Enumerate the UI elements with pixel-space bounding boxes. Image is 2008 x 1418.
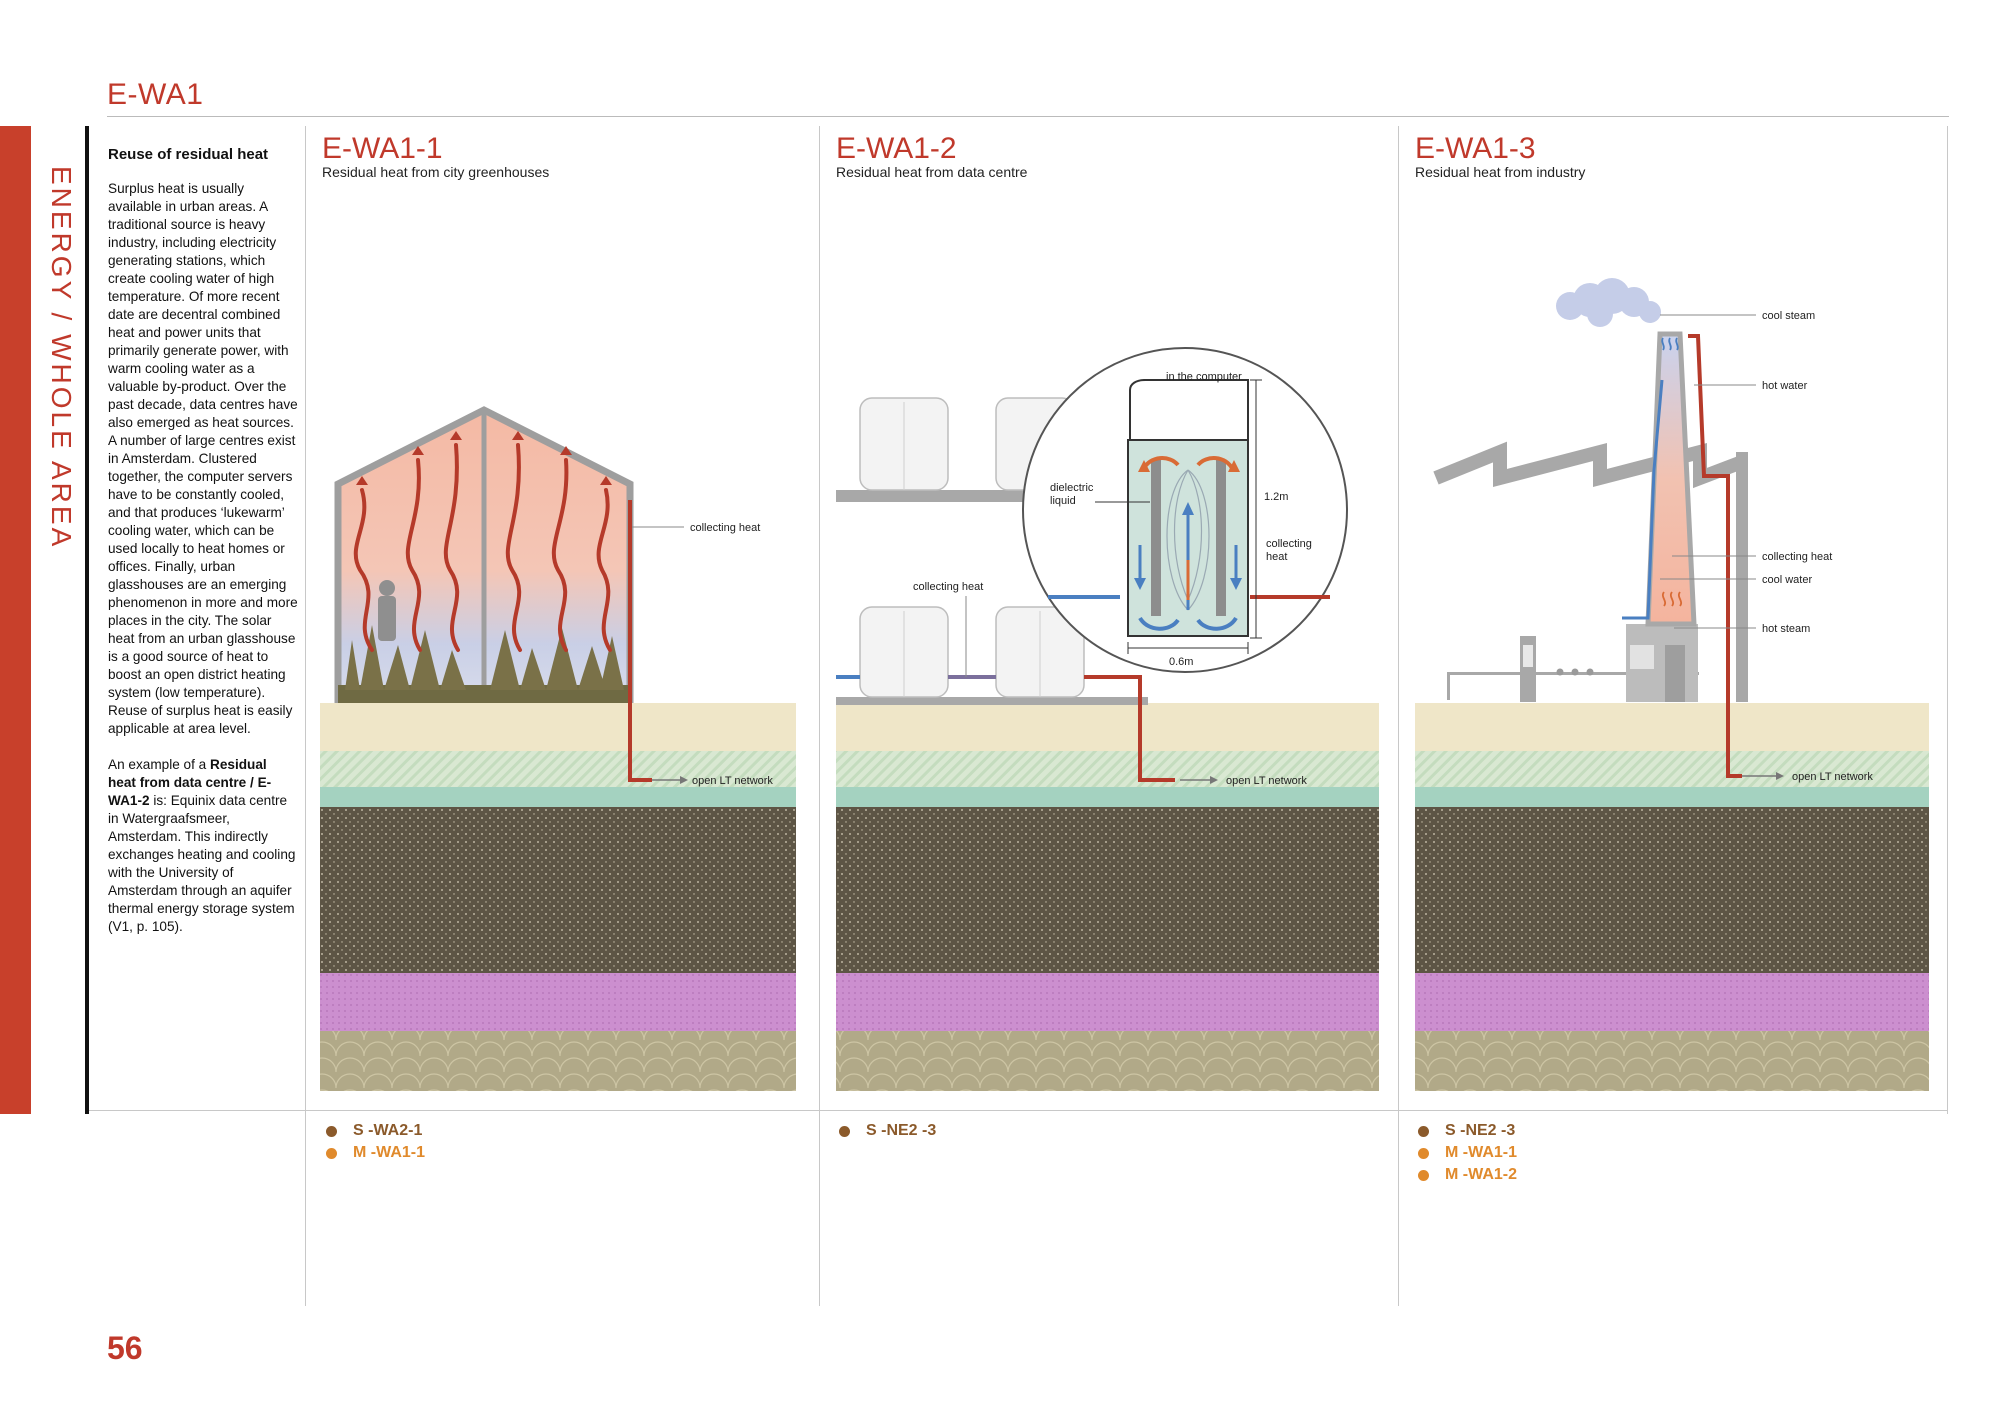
ref-dot [326, 1147, 337, 1159]
panel-1-refs: S -WA2-1 M -WA1-1 [326, 1120, 425, 1164]
ref-dot [1418, 1125, 1429, 1137]
column-divider [1398, 126, 1399, 1306]
soil-panel-1 [320, 703, 796, 1091]
soil-panel-2 [836, 703, 1379, 1091]
intro-example: An example of a Residual heat from data … [108, 757, 296, 934]
label-height: 1.2m [1264, 491, 1288, 503]
greenhouse: collecting heat open LT network [334, 406, 773, 787]
intro-divider [85, 126, 89, 1114]
label-hot-steam: hot steam [1762, 623, 1810, 635]
label-collecting-heat: collecting heat [913, 581, 983, 593]
panel-2-heading: E-WA1-2 Residual heat from data centre [836, 132, 1028, 181]
panel-subtitle: Residual heat from city greenhouses [322, 164, 550, 180]
label-cool-water: cool water [1762, 574, 1812, 586]
ref-dot [839, 1125, 850, 1137]
ref-item[interactable]: S -NE2 -3 [839, 1120, 936, 1142]
ref-item[interactable]: M -WA1-1 [1418, 1142, 1517, 1164]
chapter-bar [0, 126, 31, 1114]
panel-code: E-WA1-2 [836, 132, 957, 165]
label-width: 0.6m [1169, 656, 1193, 668]
label-open-lt-network: open LT network [692, 775, 773, 787]
column-divider [305, 126, 306, 1306]
industry: cool steam hot water collecting heat coo… [1433, 278, 1873, 783]
panel-bottom-rule [89, 1110, 1948, 1111]
ref-item[interactable]: M -WA1-2 [1418, 1164, 1517, 1186]
soil-panel-3 [1415, 703, 1929, 1091]
ref-item[interactable]: S -NE2 -3 [1418, 1120, 1517, 1142]
column-divider [1947, 126, 1948, 1114]
chapter-label: ENERGY / WHOLE AREA [46, 166, 77, 550]
label-collecting-heat-side: collecting heat [1266, 538, 1312, 563]
panel-code: E-WA1-3 [1415, 132, 1536, 165]
label-open-lt-network: open LT network [1792, 771, 1873, 783]
ref-dot [1418, 1147, 1429, 1159]
data-centre: collecting heat open LT network [836, 347, 1348, 787]
intro-title: Reuse of residual heat [108, 146, 269, 163]
panel-2-refs: S -NE2 -3 [839, 1120, 936, 1142]
label-in-the-computer: in the computer [1166, 371, 1242, 383]
ref-item[interactable]: S -WA2-1 [326, 1120, 425, 1142]
section-code: E-WA1 [107, 78, 204, 111]
label-collecting-heat: collecting heat [1762, 551, 1832, 563]
panel-1-heading: E-WA1-1 Residual heat from city greenhou… [322, 132, 550, 181]
label-hot-water: hot water [1762, 380, 1808, 392]
ref-dot [326, 1125, 337, 1137]
column-divider [819, 126, 820, 1306]
intro-text: Reuse of residual heat Surplus heat is u… [108, 146, 298, 954]
panel-3-heading: E-WA1-3 Residual heat from industry [1415, 132, 1586, 181]
label-cool-steam: cool steam [1762, 310, 1815, 322]
ref-dot [1418, 1169, 1429, 1181]
panel-subtitle: Residual heat from data centre [836, 164, 1028, 180]
panel-subtitle: Residual heat from industry [1415, 164, 1586, 180]
intro-paragraph: Surplus heat is usually available in urb… [108, 181, 298, 736]
page-number: 56 [107, 1330, 143, 1366]
label-open-lt-network: open LT network [1226, 775, 1307, 787]
panel-3-refs: S -NE2 -3 M -WA1-1 M -WA1-2 [1418, 1120, 1517, 1186]
label-collecting-heat: collecting heat [690, 522, 760, 534]
ref-item[interactable]: M -WA1-1 [326, 1142, 425, 1164]
label-dielectric-liquid: dielectric liquid [1050, 482, 1094, 507]
panel-code: E-WA1-1 [322, 132, 443, 165]
header-rule [107, 116, 1949, 117]
